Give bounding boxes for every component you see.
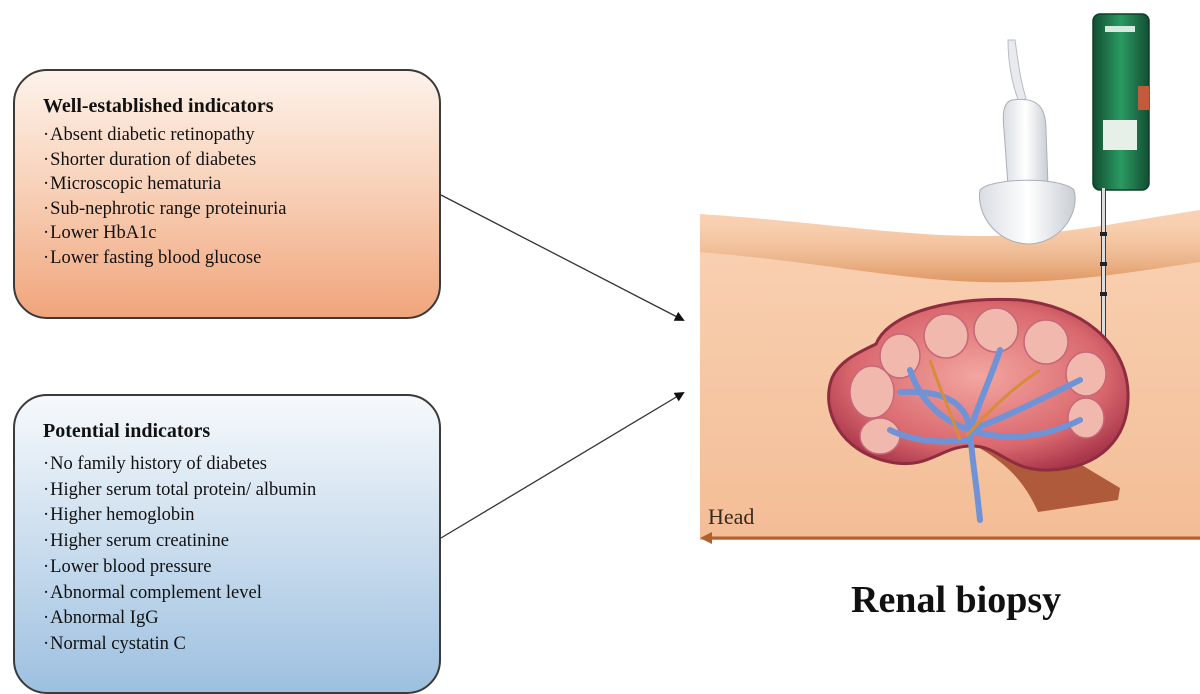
renal-biopsy-caption: Renal biopsy [851,578,1061,622]
renal-biopsy-illustration [690,0,1200,560]
ultrasound-probe-icon [979,40,1075,244]
head-direction-label: Head [708,504,754,530]
connector-arrows [0,0,700,680]
arrow-potential-to-biopsy [441,393,683,538]
arrow-established-to-biopsy [441,195,683,320]
